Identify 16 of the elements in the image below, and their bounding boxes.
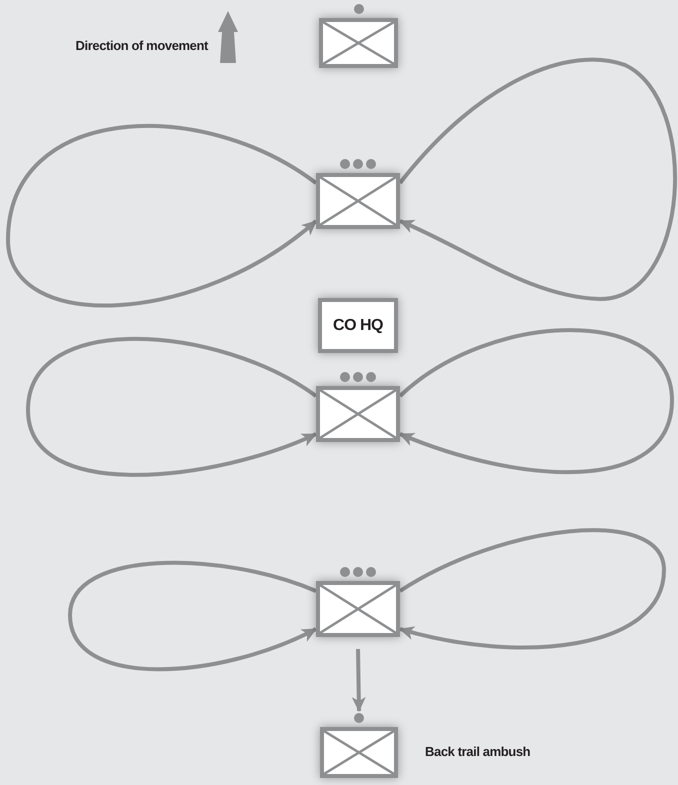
arrow [68, 560, 317, 672]
hq-box [318, 298, 398, 353]
arrow [6, 124, 318, 308]
arrow [352, 648, 366, 712]
unit-symbol [316, 173, 400, 229]
arrow [398, 58, 677, 301]
unit-symbol [320, 727, 398, 778]
node-label: CO HQ [333, 316, 383, 334]
arrow [398, 328, 674, 474]
unit-symbol [319, 18, 398, 68]
arrow [398, 528, 666, 650]
unit-symbol [316, 581, 400, 637]
arrow [26, 337, 318, 477]
unit-symbol [316, 386, 400, 442]
note-label: Direction of movement [76, 38, 208, 53]
node-caption: Back trail ambush [425, 744, 530, 759]
